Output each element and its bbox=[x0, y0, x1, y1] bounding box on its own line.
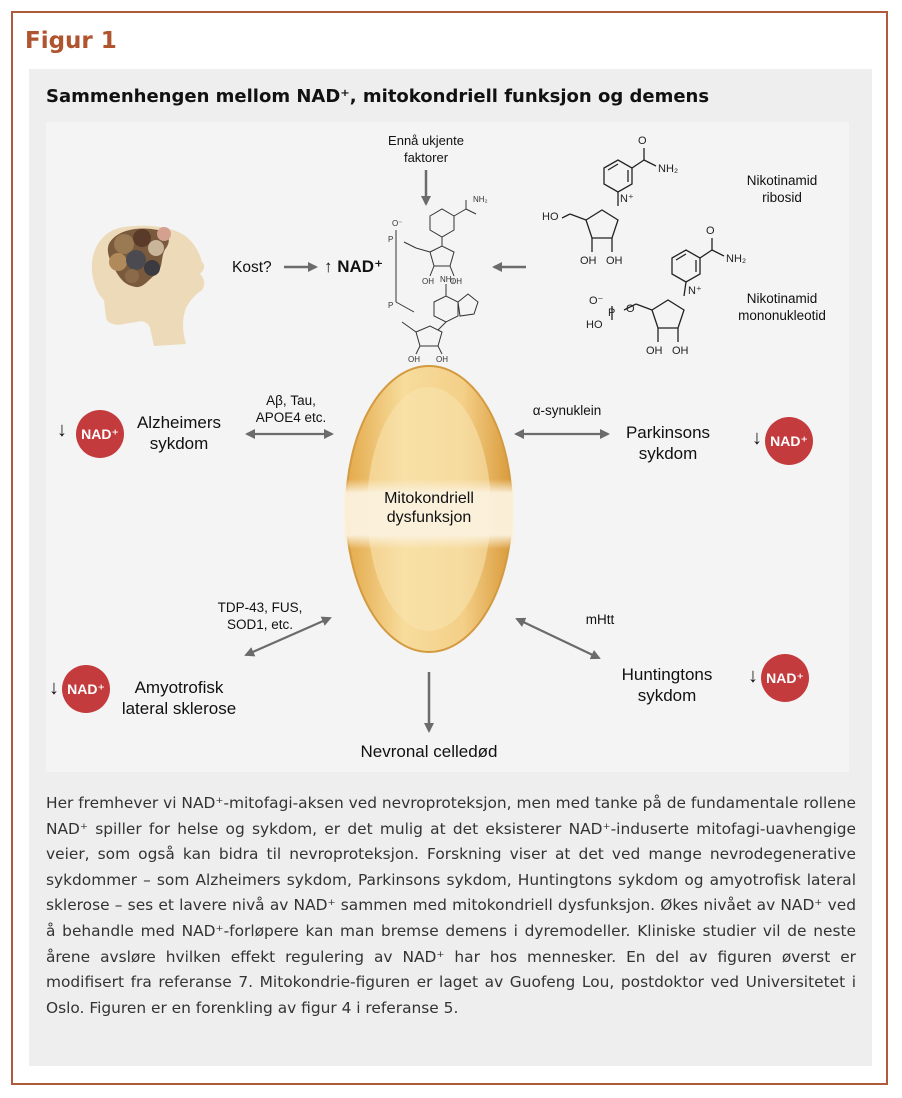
diet-label: Kost? bbox=[232, 259, 272, 276]
als-nad-badge: NAD⁺ bbox=[62, 665, 110, 713]
alz-label: Alzheimers sykdom bbox=[129, 412, 229, 454]
figure-caption: Her fremhever vi NAD⁺-mitofagi-aksen ved… bbox=[46, 794, 856, 1017]
nr-oh-label-2: OH bbox=[606, 255, 623, 267]
unknown-factors-label: Ennå ukjente faktorer bbox=[379, 132, 473, 166]
nad-nh2-label: NH₂ bbox=[473, 195, 488, 204]
nad-increase-label: ↑ NAD⁺ bbox=[324, 256, 383, 277]
als-factors: TDP-43, FUS, SOD1, etc. bbox=[208, 599, 312, 633]
up-arrow-icon: ↑ bbox=[324, 257, 333, 276]
diagram-graphics: O⁻ P P NH₂ NH₂ OH OH OH OH bbox=[91, 135, 746, 733]
nmn-o-label-2: O bbox=[626, 303, 635, 315]
nicotinamide-mononucleotide-molecule-icon bbox=[611, 238, 725, 342]
nmn-label-line-2: mononukleotid bbox=[738, 308, 826, 323]
nad-oh-label-4: OH bbox=[436, 355, 448, 364]
nr-label: Nikotinamid ribosid bbox=[734, 172, 830, 206]
nr-nh2-label: NH₂ bbox=[658, 163, 678, 175]
hd-label-line-2: sykdom bbox=[637, 686, 697, 705]
nad-p-label: P bbox=[388, 235, 393, 244]
nmn-o-minus-label: O⁻ bbox=[589, 295, 604, 307]
mito-label: Mitokondriell dysfunksjon bbox=[359, 489, 499, 527]
head-brain-icon bbox=[91, 225, 205, 346]
nad-nh2-label-2: NH₂ bbox=[440, 275, 455, 284]
nad-p-label-2: P bbox=[388, 301, 393, 310]
nad-oh-label-2: OH bbox=[450, 277, 462, 286]
park-factor: α-synuklein bbox=[532, 403, 602, 418]
hd-factor: mHtt bbox=[585, 612, 615, 627]
park-label-line-1: Parkinsons bbox=[625, 423, 711, 442]
alz-factors-line-2: APOE4 etc. bbox=[255, 410, 327, 425]
nr-label-line-1: Nikotinamid bbox=[746, 173, 818, 188]
park-nad-badge: NAD⁺ bbox=[765, 417, 813, 465]
park-label-line-2: sykdom bbox=[638, 444, 698, 463]
alz-label-line-2: sykdom bbox=[149, 434, 209, 453]
als-label-line-1: Amyotrofisk bbox=[134, 678, 224, 697]
nicotinamide-riboside-molecule-icon bbox=[561, 148, 657, 252]
nr-o-label: O bbox=[638, 135, 647, 147]
unknown-factors-line-2: faktorer bbox=[403, 150, 449, 165]
nmn-ho-label: HO bbox=[586, 319, 603, 331]
als-label: Amyotrofisk lateral sklerose bbox=[117, 677, 241, 719]
hd-label-line-1: Huntingtons bbox=[621, 665, 713, 684]
mito-label-line-2: dysfunksjon bbox=[386, 509, 472, 526]
hd-label: Huntingtons sykdom bbox=[609, 664, 725, 706]
nad-oh-label: OH bbox=[422, 277, 434, 286]
nr-oh-label: OH bbox=[580, 255, 597, 267]
hd-nad-badge: NAD⁺ bbox=[761, 654, 809, 702]
park-down-arrow: ↓ bbox=[752, 427, 762, 449]
als-label-line-2: lateral sklerose bbox=[121, 699, 237, 718]
nmn-o-label: O bbox=[706, 225, 715, 237]
nmn-n-label: N⁺ bbox=[688, 285, 702, 297]
nmn-label: Nikotinamid mononukleotid bbox=[726, 290, 838, 324]
nmn-nh2-label: NH₂ bbox=[726, 253, 746, 265]
nad-o-label: O⁻ bbox=[392, 219, 402, 228]
park-label: Parkinsons sykdom bbox=[618, 422, 718, 464]
figure-title: Sammenhengen mellom NAD⁺, mitokondriell … bbox=[46, 86, 710, 107]
hd-down-arrow: ↓ bbox=[748, 665, 758, 687]
figure-label: Figur 1 bbox=[25, 28, 117, 54]
als-factors-line-2: SOD1, etc. bbox=[226, 617, 294, 632]
nad-plus-label: NAD⁺ bbox=[337, 257, 384, 276]
nad-molecule-icon bbox=[395, 200, 479, 355]
nad-oh-label-3: OH bbox=[408, 355, 420, 364]
nmn-p-label: P bbox=[608, 307, 615, 319]
alz-nad-badge: NAD⁺ bbox=[76, 410, 124, 458]
alz-factors: Aβ, Tau, APOE4 etc. bbox=[242, 392, 340, 426]
nr-ho-label: HO bbox=[542, 211, 559, 223]
alz-label-line-1: Alzheimers bbox=[136, 413, 222, 432]
mitochondrion-icon bbox=[344, 365, 514, 653]
nmn-oh-label-2: OH bbox=[672, 345, 689, 357]
alz-factors-line-1: Aβ, Tau, bbox=[266, 393, 316, 408]
unknown-factors-line-1: Ennå ukjente bbox=[388, 133, 464, 148]
mito-label-line-1: Mitokondriell bbox=[384, 490, 474, 507]
figure-panel: Sammenhengen mellom NAD⁺, mitokondriell … bbox=[29, 69, 872, 1066]
nr-label-line-2: ribosid bbox=[762, 190, 802, 205]
diagram: O⁻ P P NH₂ NH₂ OH OH OH OH bbox=[46, 122, 849, 772]
nmn-oh-label: OH bbox=[646, 345, 663, 357]
nr-n-label: N⁺ bbox=[620, 193, 634, 205]
outcome-label: Nevronal celledød bbox=[360, 742, 498, 761]
alz-down-arrow: ↓ bbox=[57, 419, 67, 441]
als-factors-line-1: TDP-43, FUS, bbox=[217, 600, 303, 615]
nmn-label-line-1: Nikotinamid bbox=[746, 291, 818, 306]
als-down-arrow: ↓ bbox=[49, 677, 59, 699]
